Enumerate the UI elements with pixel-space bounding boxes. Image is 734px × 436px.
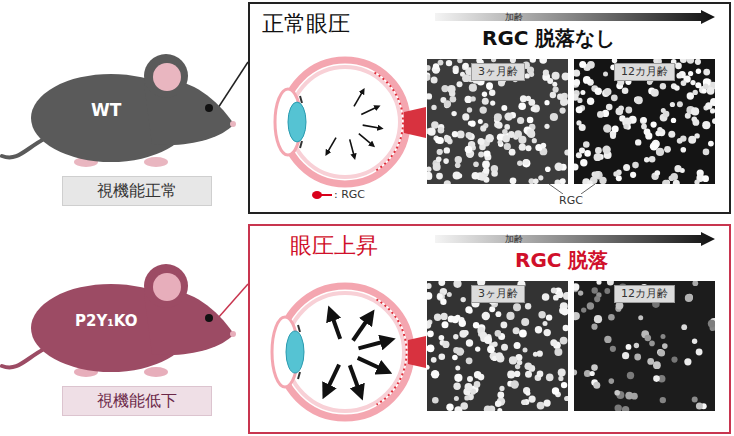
micrograph-node: 3ヶ月齢 [427, 59, 568, 184]
mouse-figure-node: WT [6, 40, 218, 170]
status-box: 視機能低下 [62, 386, 212, 416]
pressure-title: 眼圧上昇 [290, 232, 378, 260]
aging-label: 加齢 [505, 232, 523, 246]
aging-arrow [435, 10, 715, 24]
rgc-status: RGC 脱落なし [482, 26, 615, 51]
rgc-swatch [312, 191, 322, 199]
aging-arrow-node: 加齢 [435, 10, 715, 24]
eye-normal [275, 60, 426, 195]
aging-label: 加齢 [505, 10, 523, 24]
micrograph-node: 12カ月齢 [574, 281, 715, 411]
age-label: 12カ月齢 [614, 63, 675, 81]
genotype-label: P2Y₁KO [75, 312, 138, 331]
micrograph-node: 3ヶ月齢 [427, 281, 568, 411]
genotype-label: WT [91, 100, 121, 121]
eye-high-pressure [272, 286, 426, 418]
legend-text: : RGC [334, 188, 365, 202]
vision-label: 視機能低下 [97, 391, 177, 411]
age-label: 12カ月齢 [614, 285, 675, 303]
aging-arrow [435, 232, 715, 246]
zoom-line [218, 284, 248, 318]
pressure-title: 正常眼圧 [262, 10, 350, 38]
vision-label: 視機能正常 [97, 181, 177, 201]
age-label: 3ヶ月齢 [471, 285, 525, 303]
rgc-status: RGC 脱落 [515, 248, 608, 273]
condition-panel: 正常眼圧 RGC 脱落なし 加齢 3ヶ月齢 12カ月齢 [248, 2, 731, 214]
condition-panel: 眼圧上昇 RGC 脱落 加齢 3ヶ月齢 12カ月齢 [248, 224, 731, 434]
rgc-callout: RGC [558, 194, 584, 208]
age-label: 3ヶ月齢 [471, 63, 525, 81]
zoom-line [218, 62, 248, 108]
aging-arrow-node: 加齢 [435, 232, 715, 246]
micrograph-node: 12カ月齢 [574, 59, 715, 184]
status-box: 視機能正常 [62, 176, 212, 206]
mouse-figure-node: P2Y₁KO [6, 250, 218, 380]
